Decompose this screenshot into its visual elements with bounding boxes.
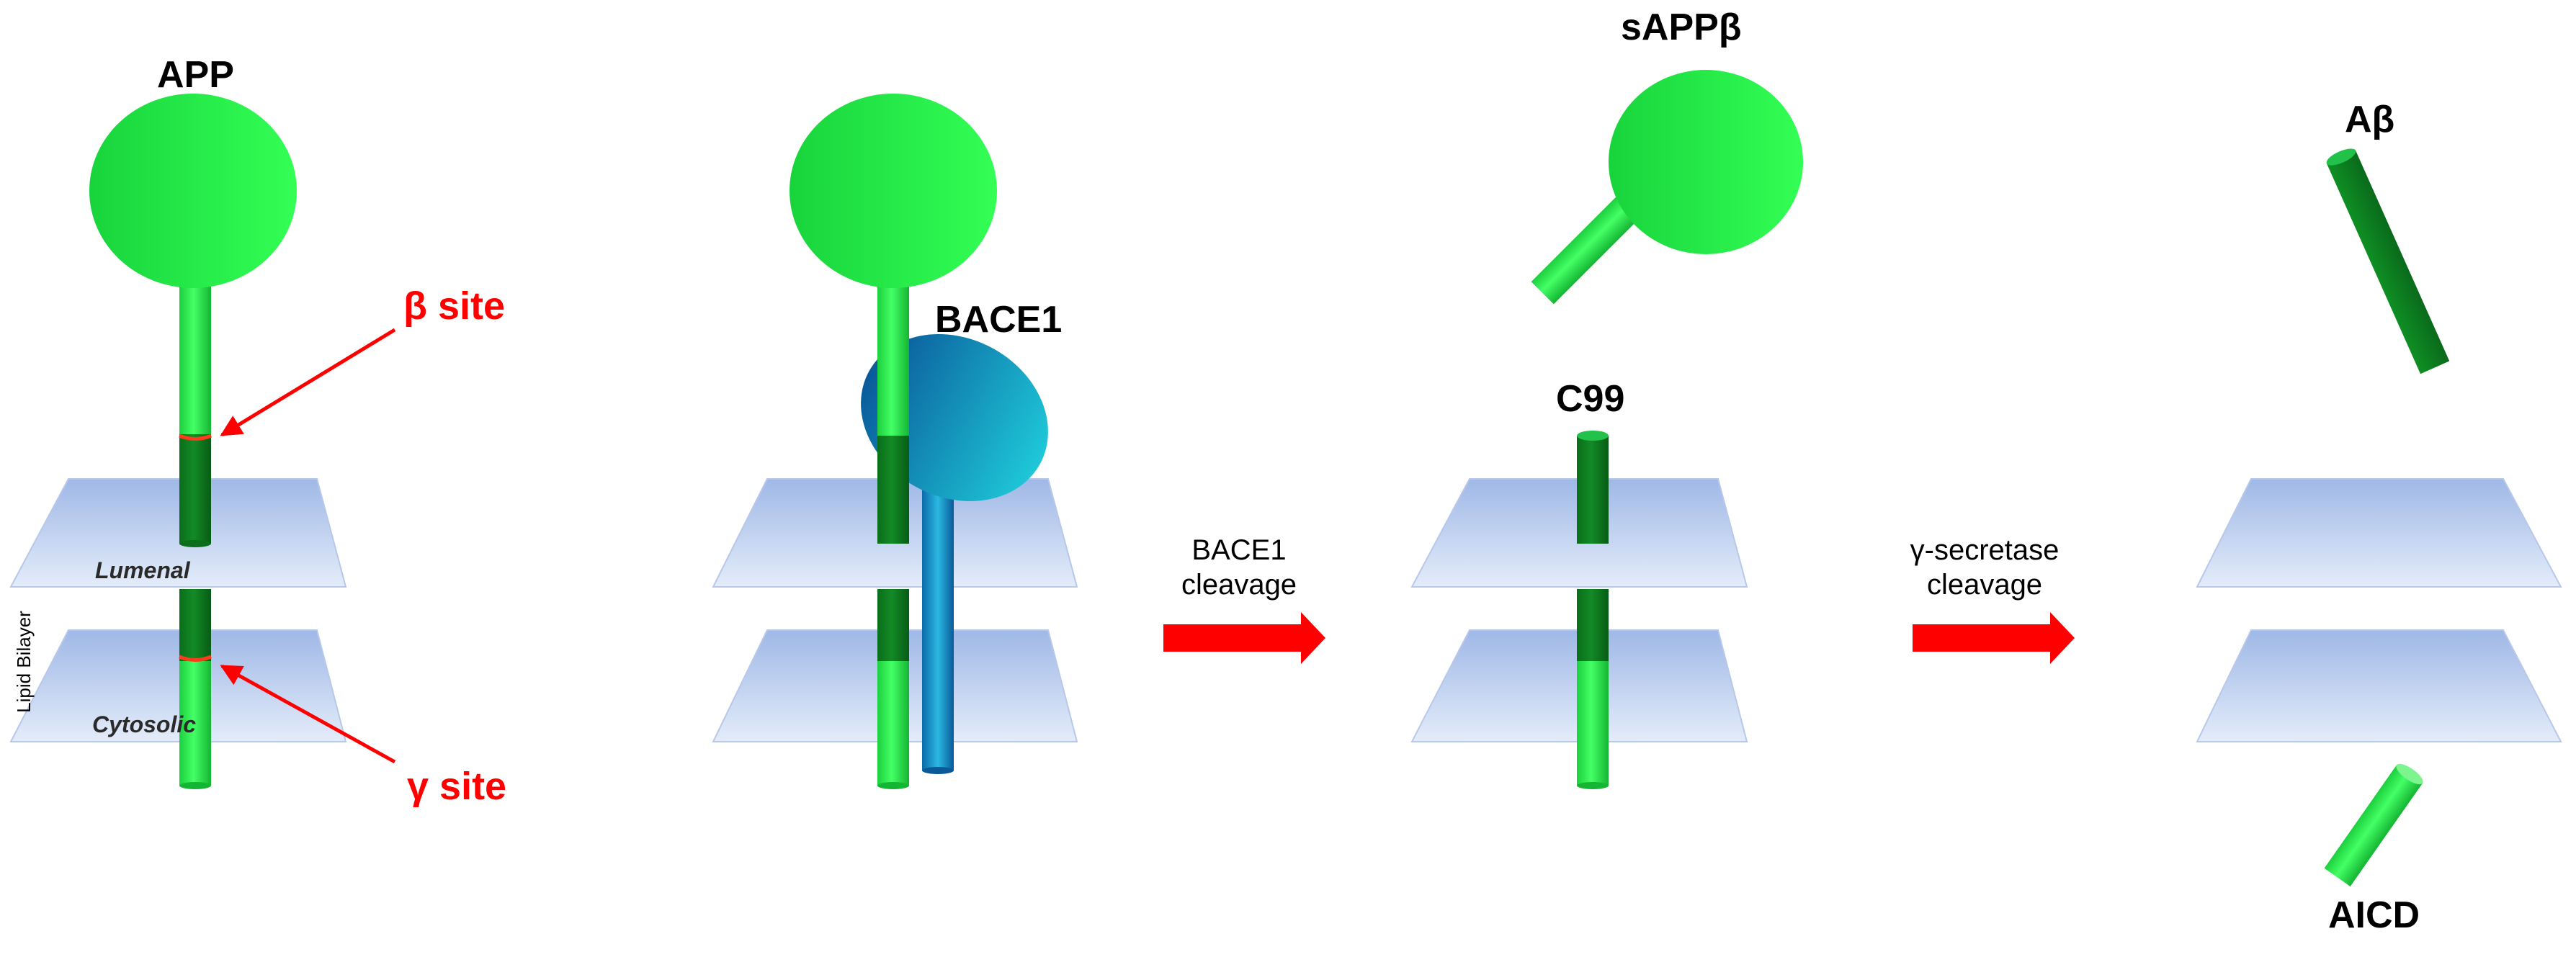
- c99-transmembrane: [1577, 436, 1609, 544]
- label-bace1-cleavage: BACE1 cleavage: [1153, 533, 1325, 602]
- beta-site-pointer: [220, 328, 396, 437]
- label-gamma-cleavage: γ-secretase cleavage: [1880, 533, 2089, 602]
- panel-after-gamma: [2196, 148, 2562, 886]
- app-stalk-front: [877, 338, 909, 438]
- abeta-peptide: [2326, 148, 2450, 374]
- label-bace1-cleavage-line2: cleavage: [1181, 569, 1297, 601]
- panel-app: [9, 94, 396, 789]
- label-gamma-cleavage-line2: cleavage: [1926, 569, 2043, 601]
- membrane-plane-lumenal-4: [2196, 478, 2562, 588]
- c99-transmembrane-lower: [1577, 589, 1609, 661]
- step-arrow-gamma: [1913, 612, 2075, 664]
- label-app: APP: [157, 54, 234, 96]
- app-ectodomain-head: [89, 94, 297, 288]
- label-gamma-site: γ site: [407, 765, 507, 808]
- label-lipid-bilayer: Lipid Bilayer: [12, 611, 35, 713]
- app-cytosolic-tail: [179, 661, 211, 786]
- membrane-plane-lumenal: [9, 478, 347, 588]
- panel-after-bace1: [1410, 70, 1803, 789]
- label-lumenal: Lumenal: [95, 557, 190, 583]
- gamma-site-pointer: [220, 664, 396, 764]
- c99-cytosolic-tail: [1577, 661, 1609, 786]
- beta-site-ring: [179, 433, 212, 441]
- gamma-site-ring: [179, 655, 212, 662]
- sappbeta-fragment: [1531, 70, 1803, 305]
- membrane-plane-cytosolic: [9, 629, 347, 742]
- label-abeta: Aβ: [2345, 99, 2395, 140]
- label-cytosolic: Cytosolic: [92, 711, 197, 737]
- aicd-fragment: [2324, 763, 2423, 886]
- bace1-transmembrane-rod: [922, 461, 954, 770]
- c99-top-cap: [1577, 431, 1609, 441]
- membrane-plane-cytosolic-4: [2196, 629, 2562, 742]
- app-transmembrane-lower: [179, 589, 211, 661]
- label-aicd: AICD: [2328, 894, 2420, 936]
- label-c99: C99: [1556, 378, 1625, 420]
- app-transmembrane-upper: [179, 434, 211, 544]
- app-stalk-upper: [179, 284, 211, 434]
- app-transmembrane-lower-2: [877, 589, 909, 661]
- label-bace1: BACE1: [935, 299, 1063, 341]
- app-ectodomain-head-2: [790, 94, 997, 288]
- panel-bace1-bound: [712, 94, 1078, 789]
- sappbeta-head: [1609, 70, 1803, 254]
- app-transmembrane-front: [877, 436, 909, 497]
- step-arrow-bace1: [1163, 612, 1325, 664]
- label-gamma-cleavage-line1: γ-secretase: [1910, 534, 2060, 566]
- label-bace1-cleavage-line1: BACE1: [1191, 534, 1287, 566]
- app-cytosolic-tail-2: [877, 661, 909, 786]
- label-beta-site: β site: [403, 284, 506, 328]
- label-sappbeta: sAPPβ: [1621, 6, 1742, 48]
